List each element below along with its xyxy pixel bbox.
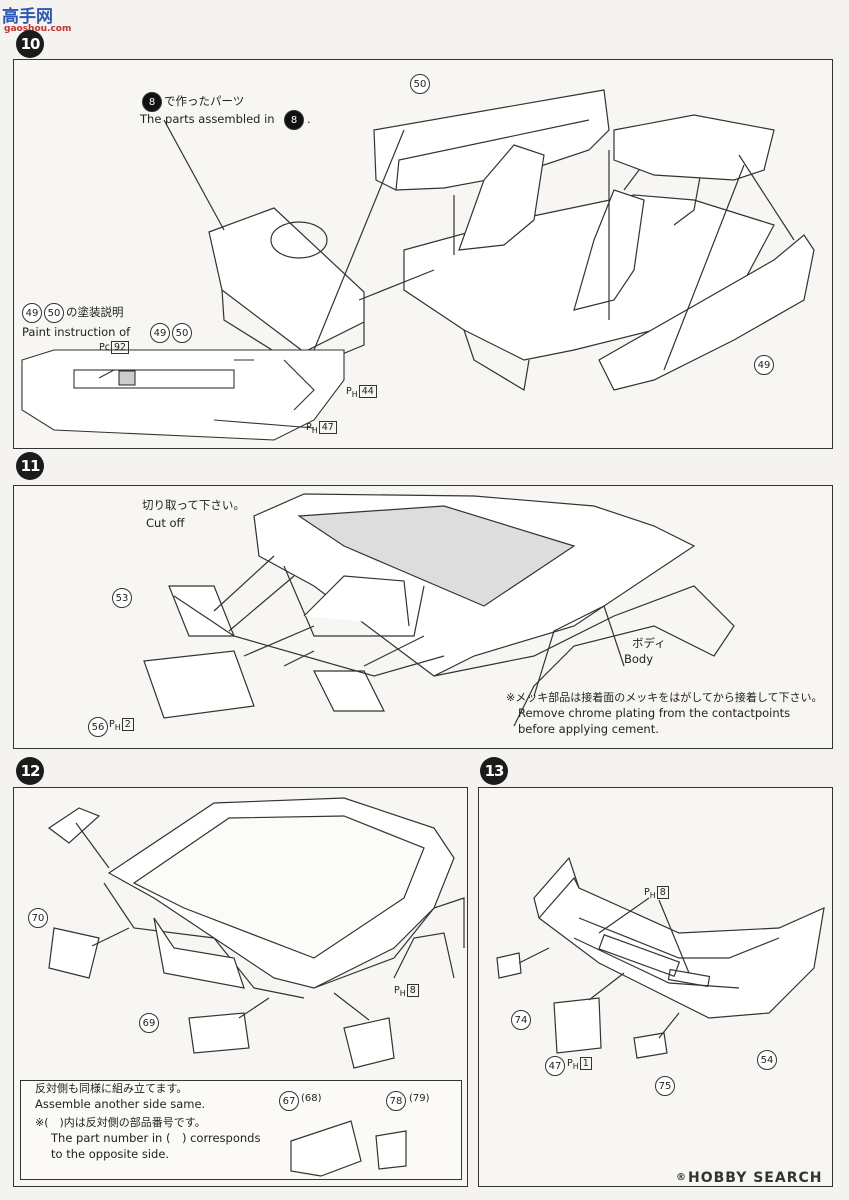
- part-68-label: (68): [301, 1093, 322, 1104]
- step-12-note-illustration: [290, 1120, 407, 1177]
- part-49: 49: [754, 355, 774, 375]
- body-en: Body: [624, 652, 654, 666]
- note-jp-1: 反対側も同様に組み立てます。: [35, 1082, 188, 1095]
- note-en-2: The part number in ( ) corresponds: [51, 1131, 261, 1145]
- part-50: 50: [410, 74, 430, 94]
- step-13-badge: 13: [480, 757, 508, 785]
- watermark-url: gaoshou.com: [4, 24, 72, 34]
- paint-caption-en: Paint instruction of: [22, 325, 131, 339]
- step-11-illustration: [143, 493, 735, 727]
- step-11-badge: 11: [16, 452, 44, 480]
- hobbysearch-r-mark: ®: [676, 1172, 686, 1183]
- step-12-illustration: [47, 797, 465, 1069]
- step-12-note-box: 反対側も同様に組み立てます。 Assemble another side sam…: [20, 1080, 462, 1180]
- part-54: 54: [757, 1050, 777, 1070]
- note-jp-2: ※( )内は反対側の部品番号です。: [35, 1116, 206, 1129]
- step-13-illustration: [496, 856, 825, 1059]
- part-70: 70: [28, 908, 48, 928]
- part-50-label-a: 50: [44, 303, 64, 323]
- part-67: 67: [279, 1091, 299, 1111]
- part-75: 75: [655, 1076, 675, 1096]
- step-10-panel: 8 で作ったパーツ The parts assembled in 8 . 49 …: [13, 59, 833, 449]
- chrome-note-jp: ※メッキ部品は接着面のメッキをはがしてから接着して下さい。: [506, 691, 823, 704]
- step-10-caption-en: The parts assembled in: [140, 112, 275, 126]
- note-en-3: to the opposite side.: [51, 1147, 170, 1161]
- body-jp: ボディ: [632, 636, 666, 650]
- part-79-label: (79): [409, 1093, 430, 1104]
- cut-off-jp: 切り取って下さい。: [142, 498, 245, 512]
- step-10-period: .: [307, 112, 311, 126]
- note-en-1: Assemble another side same.: [35, 1097, 206, 1111]
- step-11-panel: 切り取って下さい。 Cut off ボディ Body ※メッキ部品は接着面のメッ…: [13, 485, 833, 749]
- part-53: 53: [112, 588, 132, 608]
- step-10-illustration: [21, 89, 815, 441]
- part-56: 56: [88, 717, 108, 737]
- part-47: 47: [545, 1056, 565, 1076]
- hobbysearch-logo: HOBBY SEARCH: [688, 1170, 823, 1186]
- part-74: 74: [511, 1010, 531, 1030]
- step-10-ref-badge: 8: [142, 92, 162, 112]
- cut-off-en: Cut off: [146, 516, 185, 530]
- paint-caption-jp: の塗装説明: [66, 305, 124, 319]
- chrome-note-en-1: Remove chrome plating from the contactpo…: [518, 706, 791, 720]
- step-10-badge: 10: [16, 30, 44, 58]
- part-50-label-b: 50: [172, 323, 192, 343]
- chrome-note-en-2: before applying cement.: [518, 722, 659, 736]
- part-69: 69: [139, 1013, 159, 1033]
- step-12-badge: 12: [16, 757, 44, 785]
- watermark-brand: 高手网: [2, 7, 53, 27]
- part-49-label-a: 49: [22, 303, 42, 323]
- step-10-caption-jp: で作ったパーツ: [164, 94, 245, 108]
- part-78: 78: [386, 1091, 406, 1111]
- step-10-ref-badge-2: 8: [284, 110, 304, 130]
- part-49-label-b: 49: [150, 323, 170, 343]
